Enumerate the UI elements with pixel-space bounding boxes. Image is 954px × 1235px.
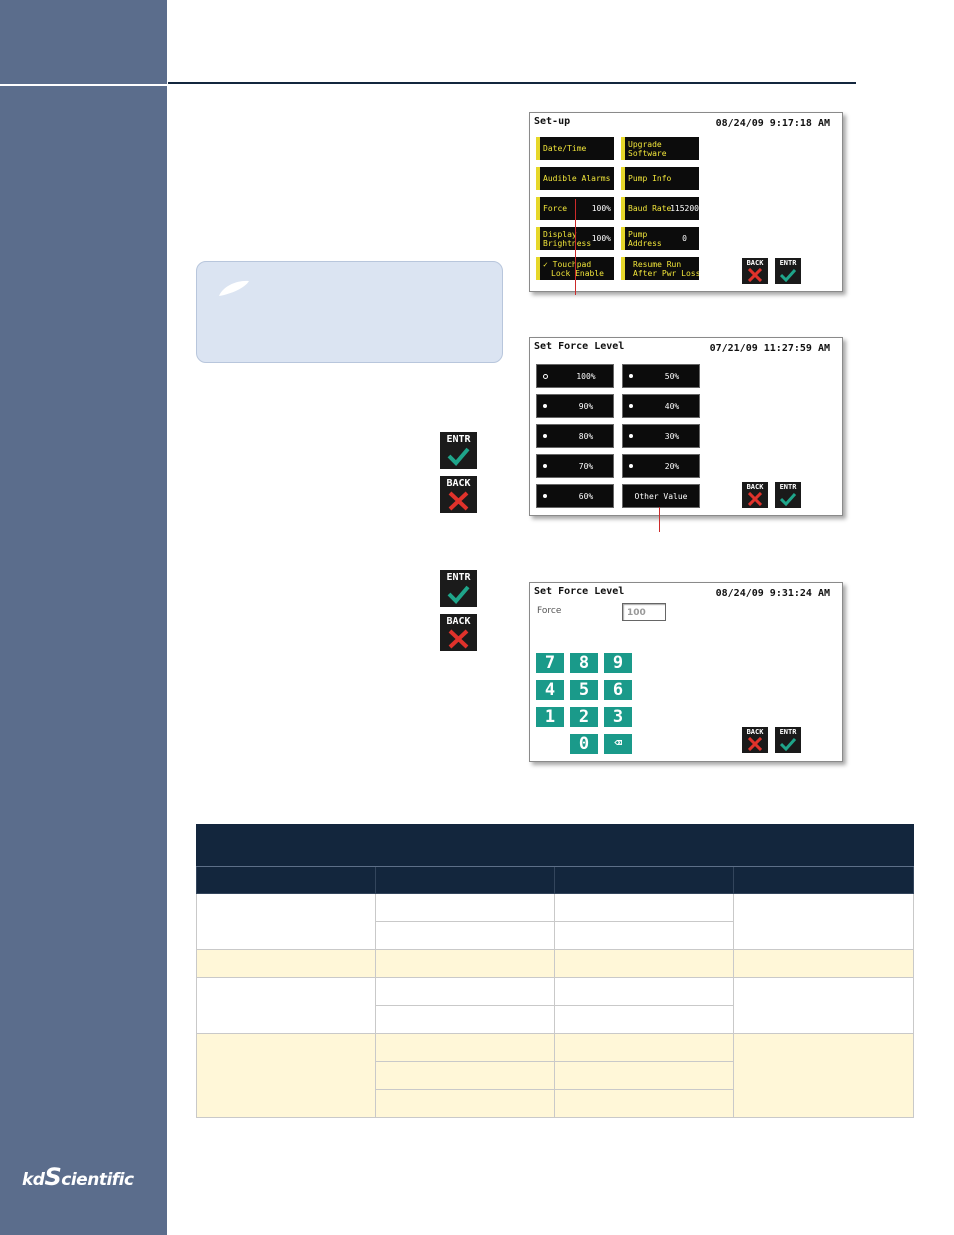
screen-datetime: 08/24/09 9:31:24 AM (715, 588, 830, 599)
screen-datetime: 08/24/09 9:17:18 AM (715, 118, 830, 129)
header-rule (168, 82, 856, 84)
force-option-50[interactable]: 50% (622, 364, 700, 388)
force-option-70[interactable]: 70% (536, 454, 614, 478)
note-box (196, 261, 503, 363)
table-row (197, 1005, 914, 1034)
key-1[interactable]: 1 (536, 707, 564, 727)
force-input[interactable]: 100 (622, 603, 666, 621)
sidebar-header-block (0, 0, 167, 84)
back-button[interactable]: BACK (742, 258, 768, 284)
force-option-100[interactable]: 100% (536, 364, 614, 388)
pump-info-button[interactable]: Pump Info (621, 167, 699, 190)
check-icon (447, 447, 470, 466)
force-field-label: Force (537, 606, 562, 616)
date-time-button[interactable]: Date/Time (536, 137, 614, 160)
sidebar (0, 86, 167, 1235)
entr-icon: ENTR (440, 570, 477, 607)
key-6[interactable]: 6 (604, 680, 632, 700)
entr-button[interactable]: ENTR (775, 727, 801, 753)
key-4[interactable]: 4 (536, 680, 564, 700)
table-title-row (196, 824, 914, 867)
x-icon (748, 492, 762, 506)
force-keypad-screen: Set Force Level 08/24/09 9:31:24 AM Forc… (529, 582, 843, 762)
check-icon (780, 268, 796, 282)
force-option-30[interactable]: 30% (622, 424, 700, 448)
table-row (197, 921, 914, 950)
table-row (196, 949, 914, 978)
key-2[interactable]: 2 (570, 707, 598, 727)
key-7[interactable]: 7 (536, 653, 564, 673)
back-button[interactable]: BACK (742, 482, 768, 508)
screen-title: Set Force Level (534, 586, 625, 597)
callout-line (659, 507, 660, 532)
screen-title: Set Force Level (534, 341, 625, 352)
force-option-40[interactable]: 40% (622, 394, 700, 418)
key-0[interactable]: 0 (570, 734, 598, 754)
callout-line (575, 199, 576, 295)
table-row (197, 1061, 914, 1090)
setup-screen: Set-up 08/24/09 9:17:18 AM Date/Time Upg… (529, 112, 843, 292)
check-icon (780, 737, 796, 751)
x-icon (448, 629, 469, 649)
force-level-screen: Set Force Level 07/21/09 11:27:59 AM 100… (529, 337, 843, 516)
key-3[interactable]: 3 (604, 707, 632, 727)
table-row (196, 977, 914, 1034)
back-icon: BACK (440, 476, 477, 513)
key-8[interactable]: 8 (570, 653, 598, 673)
check-icon (447, 585, 470, 604)
screen-datetime: 07/21/09 11:27:59 AM (709, 343, 830, 354)
x-icon (448, 491, 469, 511)
screen-title: Set-up (534, 116, 571, 127)
table-row (197, 1089, 914, 1118)
force-table (196, 824, 914, 1118)
entr-button[interactable]: ENTR (775, 258, 801, 284)
kd-scientific-logo: kdScientific (22, 1163, 134, 1191)
check-icon (780, 492, 796, 506)
backspace-key[interactable]: ⌫ (604, 734, 632, 754)
back-button[interactable]: BACK (742, 727, 768, 753)
force-option-other[interactable]: Other Value (622, 484, 700, 508)
entr-icon: ENTR (440, 432, 477, 469)
entr-button[interactable]: ENTR (775, 482, 801, 508)
back-icon: BACK (440, 614, 477, 651)
table-header-row (196, 866, 914, 894)
x-icon (748, 737, 762, 751)
audible-alarms-button[interactable]: Audible Alarms (536, 167, 614, 190)
force-option-20[interactable]: 20% (622, 454, 700, 478)
table-row (196, 893, 914, 950)
table-row (196, 1033, 914, 1118)
note-pen-icon (219, 280, 249, 296)
force-option-90[interactable]: 90% (536, 394, 614, 418)
x-icon (748, 268, 762, 282)
force-option-80[interactable]: 80% (536, 424, 614, 448)
key-9[interactable]: 9 (604, 653, 632, 673)
key-5[interactable]: 5 (570, 680, 598, 700)
force-option-60[interactable]: 60% (536, 484, 614, 508)
